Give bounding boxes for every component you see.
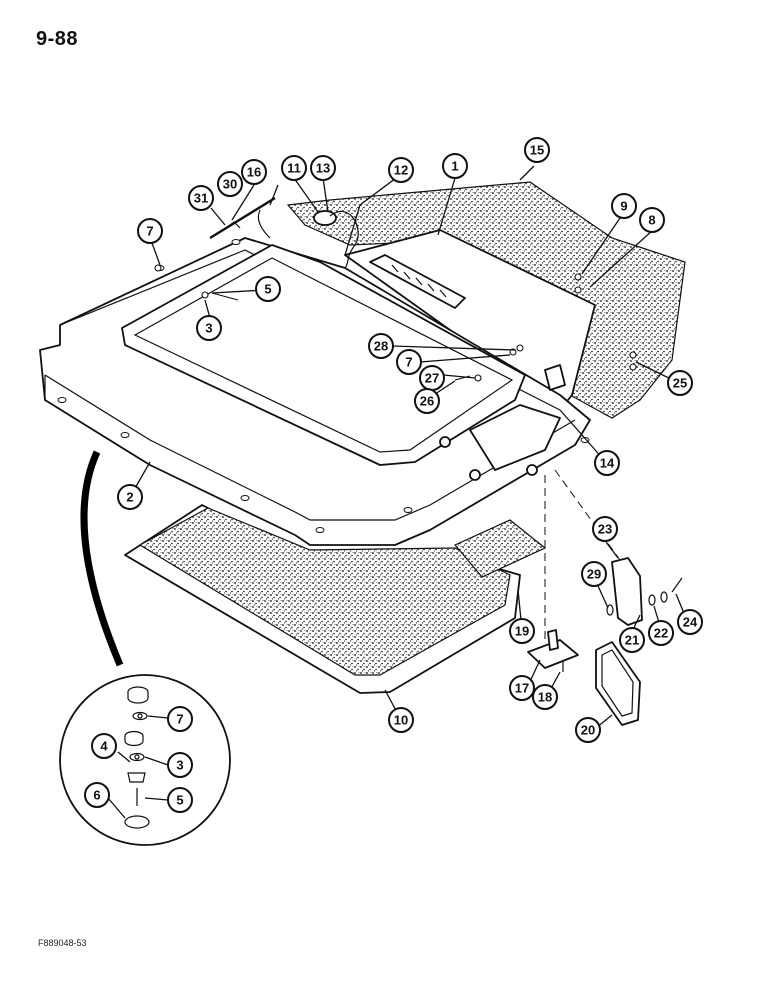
callout-9: 9 [611, 193, 637, 219]
callout-23: 23 [592, 516, 618, 542]
svg-text:3: 3 [205, 321, 212, 336]
control-panel-cutout [469, 404, 561, 471]
callout-26: 26 [414, 388, 440, 414]
svg-text:28: 28 [374, 339, 388, 354]
svg-text:29: 29 [587, 567, 601, 582]
svg-text:7: 7 [405, 355, 412, 370]
svg-text:4: 4 [100, 739, 108, 754]
callout-30: 30 [217, 171, 243, 197]
mirror [595, 641, 641, 726]
callout-12: 12 [388, 157, 414, 183]
svg-text:13: 13 [316, 161, 330, 176]
svg-text:27: 27 [425, 371, 439, 386]
callout-10: 10 [388, 707, 414, 733]
callout-22: 22 [648, 620, 674, 646]
mounting-guide-2 [554, 469, 621, 561]
callout-6: 6 [84, 782, 110, 808]
callout-31: 31 [188, 185, 214, 211]
svg-text:21: 21 [625, 633, 639, 648]
svg-text:10: 10 [394, 713, 408, 728]
svg-text:24: 24 [683, 615, 698, 630]
rod-cable [257, 209, 271, 239]
callout-19: 19 [509, 618, 535, 644]
rod [209, 196, 276, 240]
dome-light [313, 210, 337, 226]
mirror-glass [601, 649, 634, 717]
svg-text:7: 7 [176, 712, 183, 727]
callout-7: 7 [167, 706, 193, 732]
svg-text:22: 22 [654, 626, 668, 641]
svg-text:30: 30 [223, 177, 237, 192]
svg-text:23: 23 [598, 522, 612, 537]
callout-5: 5 [167, 787, 193, 813]
callout-2: 2 [117, 484, 143, 510]
svg-text:2: 2 [126, 490, 133, 505]
vent-knob-2 [469, 469, 481, 481]
callout-28: 28 [368, 333, 394, 359]
inset-stack [124, 686, 150, 829]
svg-text:9: 9 [620, 199, 627, 214]
svg-text:8: 8 [648, 213, 655, 228]
svg-text:18: 18 [538, 690, 552, 705]
svg-text:16: 16 [247, 165, 261, 180]
callout-27: 27 [419, 365, 445, 391]
callout-5: 5 [255, 276, 281, 302]
callout-11: 11 [281, 155, 307, 181]
page-number: 9-88 [36, 28, 79, 50]
svg-text:12: 12 [394, 163, 408, 178]
callout-29: 29 [581, 561, 607, 587]
ceiling-panel-lip [44, 374, 576, 521]
callout-14: 14 [594, 450, 620, 476]
svg-text:20: 20 [581, 723, 595, 738]
vent-knob-3 [526, 464, 538, 476]
callout-15: 15 [524, 137, 550, 163]
svg-text:14: 14 [600, 456, 615, 471]
floor-insulation [138, 507, 511, 676]
svg-text:11: 11 [287, 161, 301, 176]
svg-text:17: 17 [515, 681, 529, 696]
callout-25: 25 [667, 370, 693, 396]
callout-16: 16 [241, 159, 267, 185]
light-bar-ribs [391, 264, 447, 298]
callout-7: 7 [396, 349, 422, 375]
svg-text:6: 6 [93, 788, 100, 803]
bracket-14 [544, 364, 566, 391]
callout-21: 21 [619, 627, 645, 653]
light-bar [369, 254, 466, 309]
rod-clip [225, 221, 241, 229]
svg-text:1: 1 [451, 159, 458, 174]
mirror-housing [611, 557, 643, 626]
callout-24: 24 [677, 609, 703, 635]
svg-text:3: 3 [176, 758, 183, 773]
callout-20: 20 [575, 717, 601, 743]
figure-code: F889048-53 [38, 938, 87, 948]
callout-3: 3 [167, 752, 193, 778]
svg-text:7: 7 [146, 224, 153, 239]
detail-callout-cable [80, 450, 124, 667]
callout-7: 7 [137, 218, 163, 244]
callout-8: 8 [639, 207, 665, 233]
callout-13: 13 [310, 155, 336, 181]
svg-text:5: 5 [264, 282, 271, 297]
svg-text:25: 25 [673, 376, 687, 391]
headliner-insulation [286, 181, 686, 419]
callout-1: 1 [442, 153, 468, 179]
callout-3: 3 [196, 315, 222, 341]
roof-hatch-glass [133, 257, 514, 453]
callout-4: 4 [91, 733, 117, 759]
mirror-hardware [606, 577, 683, 616]
callout-17: 17 [509, 675, 535, 701]
svg-text:26: 26 [420, 394, 434, 409]
callout-18: 18 [532, 684, 558, 710]
switch-body [547, 629, 559, 651]
svg-text:5: 5 [176, 793, 183, 808]
svg-text:31: 31 [194, 191, 208, 206]
wiring-harness [329, 210, 359, 269]
leader-lines [107, 165, 687, 819]
vent-knob [439, 436, 451, 448]
svg-text:15: 15 [530, 143, 544, 158]
svg-text:19: 19 [515, 624, 529, 639]
